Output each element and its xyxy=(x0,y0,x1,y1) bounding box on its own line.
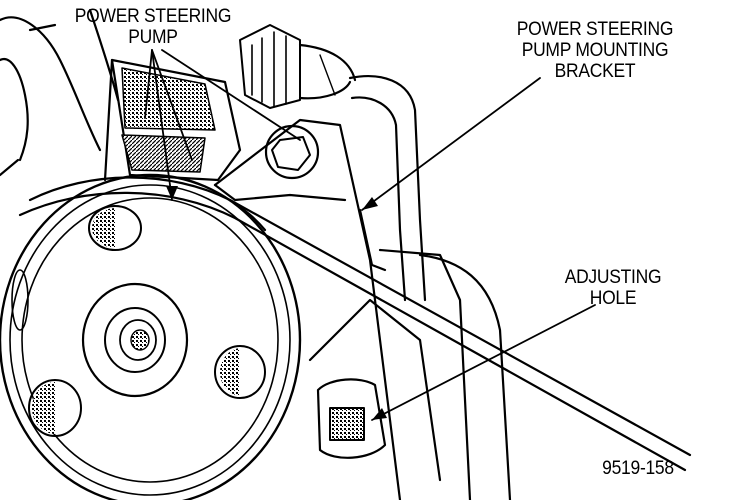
label-hole-line1: ADJUSTING xyxy=(564,267,662,288)
label-pump-line1: POWER STEERING xyxy=(74,6,232,27)
pump-pulley xyxy=(0,173,302,500)
leader-lines xyxy=(144,49,596,421)
leader-arrowheads xyxy=(166,186,387,420)
label-bracket-line2: PUMP MOUNTING xyxy=(521,40,669,61)
engine-housing xyxy=(0,8,120,177)
label-hole-line2: HOLE xyxy=(589,288,637,309)
label-mounting-bracket: POWER STEERING PUMP MOUNTING BRACKET xyxy=(503,19,687,82)
label-bracket-line3: BRACKET xyxy=(554,61,636,82)
label-adjusting-hole: ADJUSTING HOLE xyxy=(553,267,673,309)
figure-number: 9519-158 xyxy=(602,458,674,479)
label-pump-line2: PUMP xyxy=(128,27,178,48)
label-power-steering-pump: POWER STEERING PUMP xyxy=(66,6,241,48)
pump-body xyxy=(103,58,242,182)
label-bracket-line1: POWER STEERING xyxy=(516,19,674,40)
pressure-hose xyxy=(239,24,427,302)
mounting-bracket xyxy=(213,118,512,500)
